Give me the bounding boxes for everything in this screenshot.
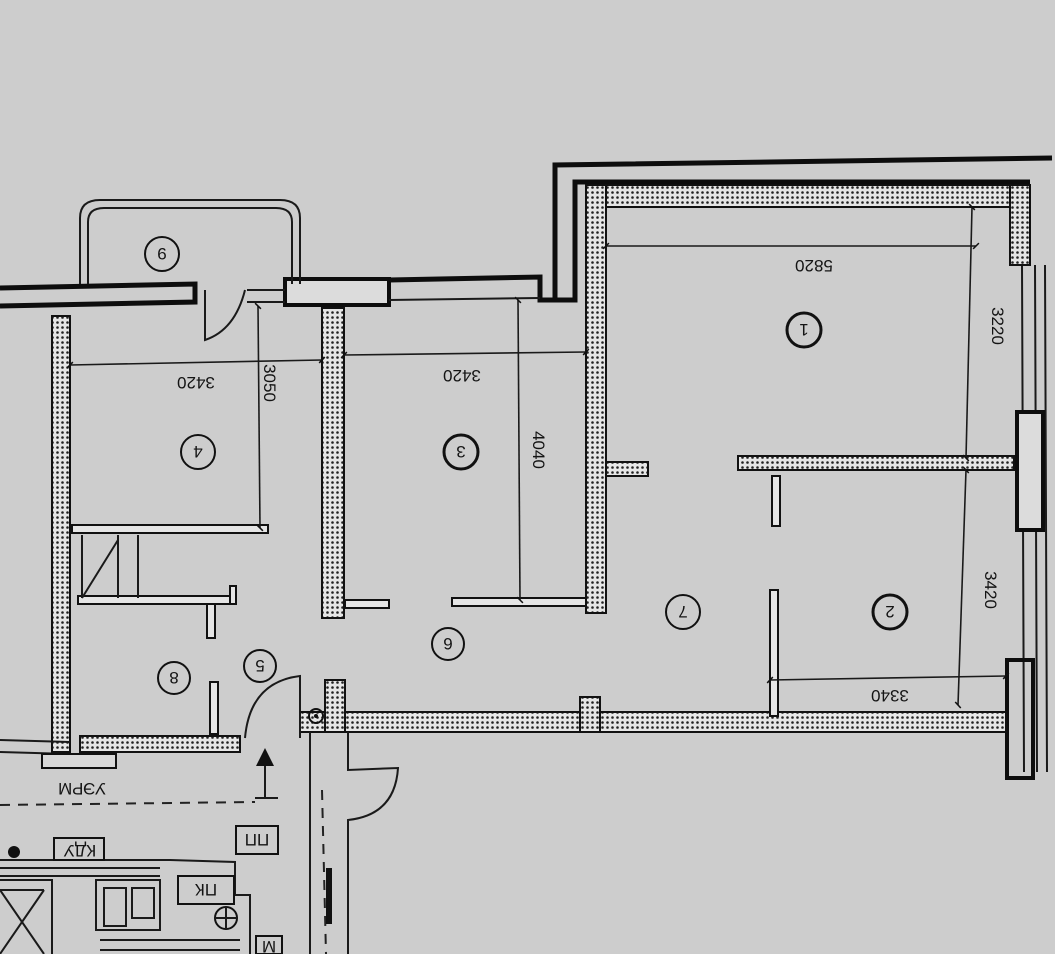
service-box-label-2: ПП <box>245 830 269 849</box>
dim-room3-depth: 4040 <box>529 431 548 469</box>
svg-text:6: 6 <box>443 634 452 653</box>
svg-text:9: 9 <box>157 244 166 263</box>
dim-room1-depth: 3220 <box>988 307 1007 345</box>
room-marker-5: 5 <box>243 649 277 683</box>
exterior-walls <box>0 155 1053 780</box>
svg-text:7: 7 <box>678 602 687 621</box>
service-box-label-4: М <box>262 937 276 954</box>
dim-room4-width: 3420 <box>177 373 215 392</box>
landing-area <box>0 732 400 954</box>
room-marker-4: 4 <box>180 434 216 470</box>
service-box-label-3: ПК <box>195 880 217 899</box>
service-box-label-1: КДУ <box>64 841 97 860</box>
dim-room2-depth: 3420 <box>981 571 1000 609</box>
dimension-lines <box>66 203 1010 709</box>
room-marker-1: 1 <box>785 311 823 349</box>
service-labels: УЭРМ КДУ ПП ПК М <box>58 779 276 954</box>
dimension-labels: 5820 3220 3420 3340 3420 4040 3420 3050 <box>177 256 1007 705</box>
svg-text:5: 5 <box>255 656 264 675</box>
room-marker-9: 9 <box>144 236 180 272</box>
dim-room4-depth: 3050 <box>260 364 279 402</box>
room-marker-7: 7 <box>665 594 701 630</box>
svg-text:8: 8 <box>169 668 178 687</box>
dim-room3-width: 3420 <box>443 366 481 385</box>
hatched-walls <box>51 184 1031 753</box>
svg-text:4: 4 <box>193 442 202 461</box>
dim-room1-width: 5820 <box>795 256 833 275</box>
room-markers: 1 2 3 4 5 6 7 8 <box>144 236 909 695</box>
room-marker-3: 3 <box>442 433 480 471</box>
room-marker-6: 6 <box>431 627 465 661</box>
svg-text:3: 3 <box>456 442 465 461</box>
svg-text:1: 1 <box>799 320 808 339</box>
corridor-label: УЭРМ <box>58 779 106 798</box>
dim-room2-width: 3340 <box>871 686 909 705</box>
room-marker-2: 2 <box>871 593 909 631</box>
room-marker-8: 8 <box>157 661 191 695</box>
svg-text:2: 2 <box>885 602 894 621</box>
